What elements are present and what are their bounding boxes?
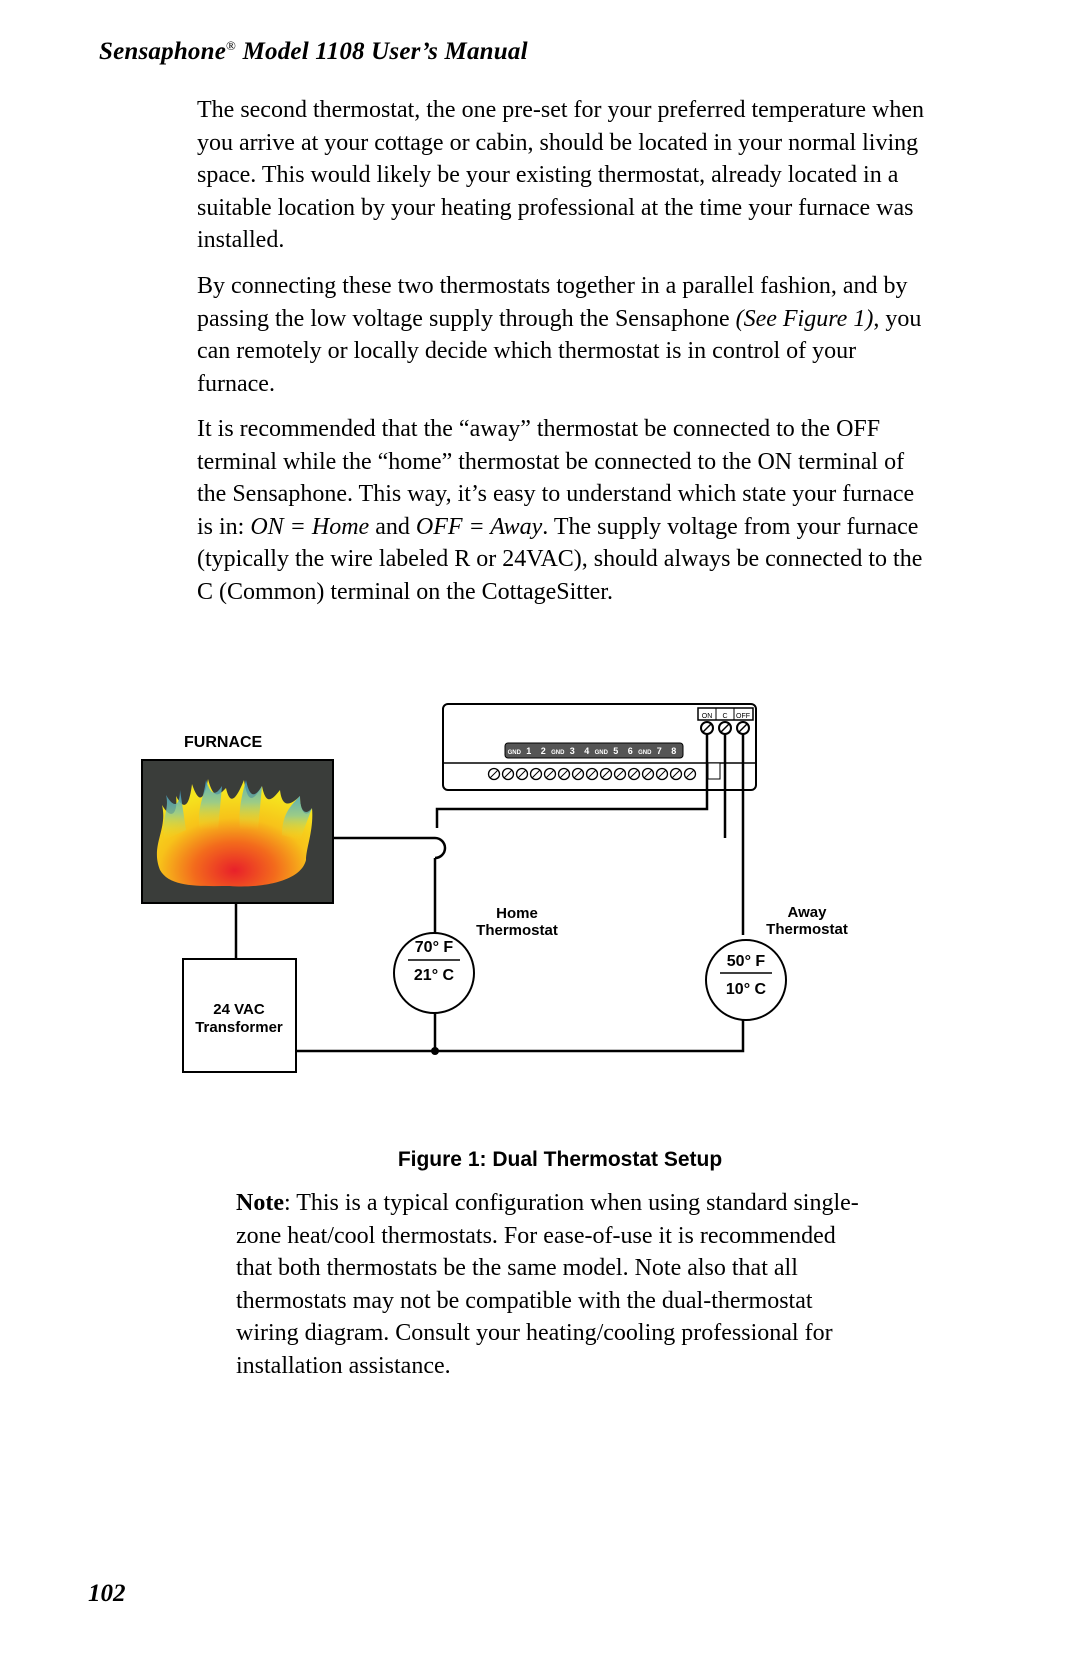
screw-slot <box>560 770 568 778</box>
figure-reference: (See Figure 1) <box>735 305 874 332</box>
wire-on-to-home <box>435 734 709 828</box>
screw-slot <box>644 770 652 778</box>
running-header: Sensaphone® Model 1108 User’s Manual <box>99 38 528 66</box>
home-thermostat-label-2: Thermostat <box>476 922 558 939</box>
furnace-box <box>141 759 334 904</box>
home-thermostat-label: Home <box>496 905 538 922</box>
junction-dot <box>431 1047 439 1055</box>
home-temp-f: 70° F <box>415 939 454 956</box>
input-terminal-label: 7 <box>657 746 662 756</box>
paragraph-1-text: The second thermostat, the one pre-set f… <box>197 97 925 253</box>
input-terminal-label: GND <box>638 750 652 756</box>
input-terminal-label: 1 <box>526 746 531 756</box>
input-terminal-label: 6 <box>628 746 633 756</box>
screw-slot <box>672 770 680 778</box>
screw-slot <box>518 770 526 778</box>
paragraph-1: The second thermostat, the one pre-set f… <box>197 94 932 257</box>
screw-slot <box>574 770 582 778</box>
note-label: Note <box>236 1190 284 1216</box>
registered-mark: ® <box>226 38 237 53</box>
screw-slot <box>532 770 540 778</box>
paragraph-2: By connecting these two thermostats toge… <box>197 270 932 400</box>
wire-furnace-to-on <box>333 836 447 860</box>
note-block: Note: This is a typical configuration wh… <box>236 1187 876 1382</box>
relay-terminal-strip <box>697 707 754 721</box>
input-terminal-label: 5 <box>613 746 618 756</box>
paragraph-3: It is recommended that the “away” thermo… <box>197 413 932 608</box>
input-screw-row <box>487 767 697 781</box>
terminal-block-end <box>707 762 721 780</box>
input-terminal-label: 8 <box>671 746 676 756</box>
flame-icon <box>156 779 313 887</box>
away-temp-f: 50° F <box>727 953 766 970</box>
screw-slot <box>490 770 498 778</box>
away-thermostat-label: Away <box>788 904 828 921</box>
screw-slot <box>658 770 666 778</box>
header-title: Model 1108 User’s Manual <box>236 38 528 65</box>
relay-label-on: ON <box>702 713 713 720</box>
away-thermostat: 50° F 10° C <box>705 939 787 1021</box>
relay-label-c: C <box>722 713 727 720</box>
header-brand: Sensaphone <box>99 38 227 65</box>
figure-caption: Figure 1: Dual Thermostat Setup <box>397 1148 723 1171</box>
paragraph-3-text: It is recommended that the “away” thermo… <box>197 416 915 540</box>
home-thermostat: 70° F 21° C <box>393 932 475 1014</box>
wire-away-return <box>296 1020 745 1053</box>
away-temp-c: 10° C <box>726 981 767 998</box>
screw-slot <box>504 770 512 778</box>
paragraph-3-and: and <box>369 513 416 540</box>
paragraph-2-text-end: , you can remotely or locally decide whi… <box>197 305 922 397</box>
transformer-box: 24 VAC Transformer <box>182 958 297 1073</box>
screw-slot <box>616 770 624 778</box>
furnace-label: FURNACE <box>184 734 263 751</box>
input-terminal-label: 4 <box>584 746 589 756</box>
input-terminal-label: GND <box>508 750 522 756</box>
page-number: 102 <box>88 1580 126 1607</box>
input-terminal-label: 3 <box>570 746 575 756</box>
input-terminal-label: 2 <box>541 746 546 756</box>
input-terminal-label: GND <box>595 750 609 756</box>
relay-screws <box>700 721 750 735</box>
transformer-label: Transformer <box>195 1019 283 1036</box>
home-temp-c: 21° C <box>414 967 455 984</box>
transformer-voltage: 24 VAC <box>213 1001 265 1018</box>
relay-label-off: OFF <box>736 713 750 720</box>
wiring <box>234 734 745 1053</box>
paragraph-3-text-end: . The supply voltage from your furnace (… <box>197 513 923 605</box>
input-terminal-strip <box>504 742 684 759</box>
off-away-mapping: OFF = Away <box>415 513 543 540</box>
away-thermostat-label-2: Thermostat <box>766 921 848 938</box>
note-text: : This is a typical configuration when u… <box>236 1190 859 1379</box>
screw-slot <box>588 770 596 778</box>
input-terminal-label: GND <box>551 750 565 756</box>
screw-slot <box>686 770 694 778</box>
paragraph-2-text: By connecting these two thermostats toge… <box>197 273 908 332</box>
screw-slot <box>546 770 554 778</box>
screw-slot <box>602 770 610 778</box>
on-home-mapping: ON = Home <box>250 513 370 540</box>
screw-slot <box>630 770 638 778</box>
